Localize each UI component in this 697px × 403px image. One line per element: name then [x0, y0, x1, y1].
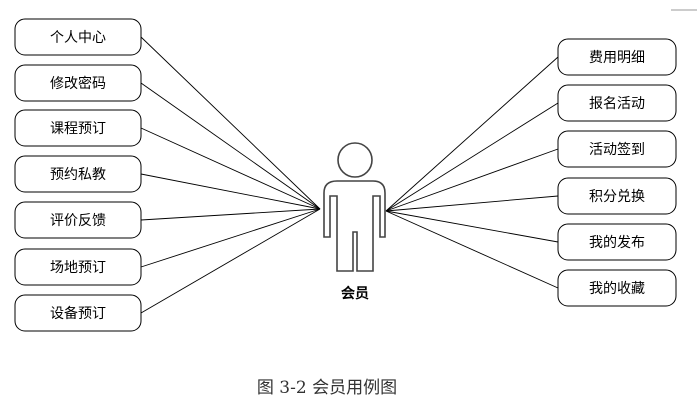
association-line [385, 210, 559, 289]
use-case-box [557, 269, 677, 307]
actor-figure: 会员 [323, 142, 386, 302]
use-case-left-4: 评价反馈 [14, 201, 142, 239]
association-line [140, 208, 321, 221]
use-case-label: 评价反馈 [50, 213, 106, 229]
association-line [385, 102, 559, 212]
association-line [385, 56, 559, 212]
use-case-box [557, 38, 677, 76]
use-case-left-3: 预约私教 [14, 155, 142, 193]
use-case-box [14, 201, 142, 239]
association-line [140, 173, 321, 210]
use-case-left-1: 修改密码 [14, 64, 142, 102]
use-case-label: 我的发布 [589, 235, 645, 251]
association-line [140, 208, 321, 314]
use-case-label: 预约私教 [50, 167, 106, 183]
use-case-box [557, 177, 677, 215]
use-case-label: 报名活动 [589, 96, 645, 112]
use-case-label: 场地预订 [50, 260, 106, 276]
use-case-box [14, 64, 142, 102]
use-case-label: 修改密码 [50, 75, 106, 92]
use-case-label: 课程预订 [50, 121, 106, 137]
use-case-box [557, 84, 677, 122]
use-case-label: 个人中心 [50, 30, 106, 46]
use-case-box [557, 223, 677, 261]
association-line [385, 148, 559, 212]
use-case-right-5: 我的收藏 [557, 269, 677, 307]
use-case-right-2: 活动签到 [557, 130, 677, 168]
use-case-right-1: 报名活动 [557, 84, 677, 122]
actor-body [323, 180, 386, 272]
association-line [140, 82, 321, 210]
use-case-left-0: 个人中心 [14, 18, 142, 56]
association-line [140, 127, 321, 210]
use-case-left-2: 课程预订 [14, 109, 142, 147]
use-case-label: 积分兑换 [589, 188, 645, 205]
use-case-label: 费用明细 [589, 50, 645, 66]
use-case-box [14, 294, 142, 332]
association-line [140, 208, 321, 268]
use-case-label: 我的收藏 [589, 281, 645, 297]
use-case-box [14, 109, 142, 147]
use-case-box [14, 248, 142, 286]
actor-label: 会员 [341, 285, 369, 302]
figure-caption: 图 3-2 会员用例图 [257, 378, 397, 398]
use-case-box [14, 18, 142, 56]
use-case-label: 设备预订 [50, 305, 106, 322]
actor-head [337, 142, 373, 178]
association-line [385, 210, 559, 243]
use-case-right-4: 我的发布 [557, 223, 677, 261]
association-lines-left [140, 36, 321, 314]
association-line [140, 36, 321, 210]
use-case-box [557, 130, 677, 168]
use-case-left-6: 设备预订 [14, 294, 142, 332]
use-case-label: 活动签到 [589, 141, 645, 158]
use-case-right-0: 费用明细 [557, 38, 677, 76]
association-line [385, 195, 559, 212]
use-case-box [14, 155, 142, 193]
association-lines-right [385, 56, 559, 289]
use-case-right-3: 积分兑换 [557, 177, 677, 215]
use-case-left-5: 场地预订 [14, 248, 142, 286]
